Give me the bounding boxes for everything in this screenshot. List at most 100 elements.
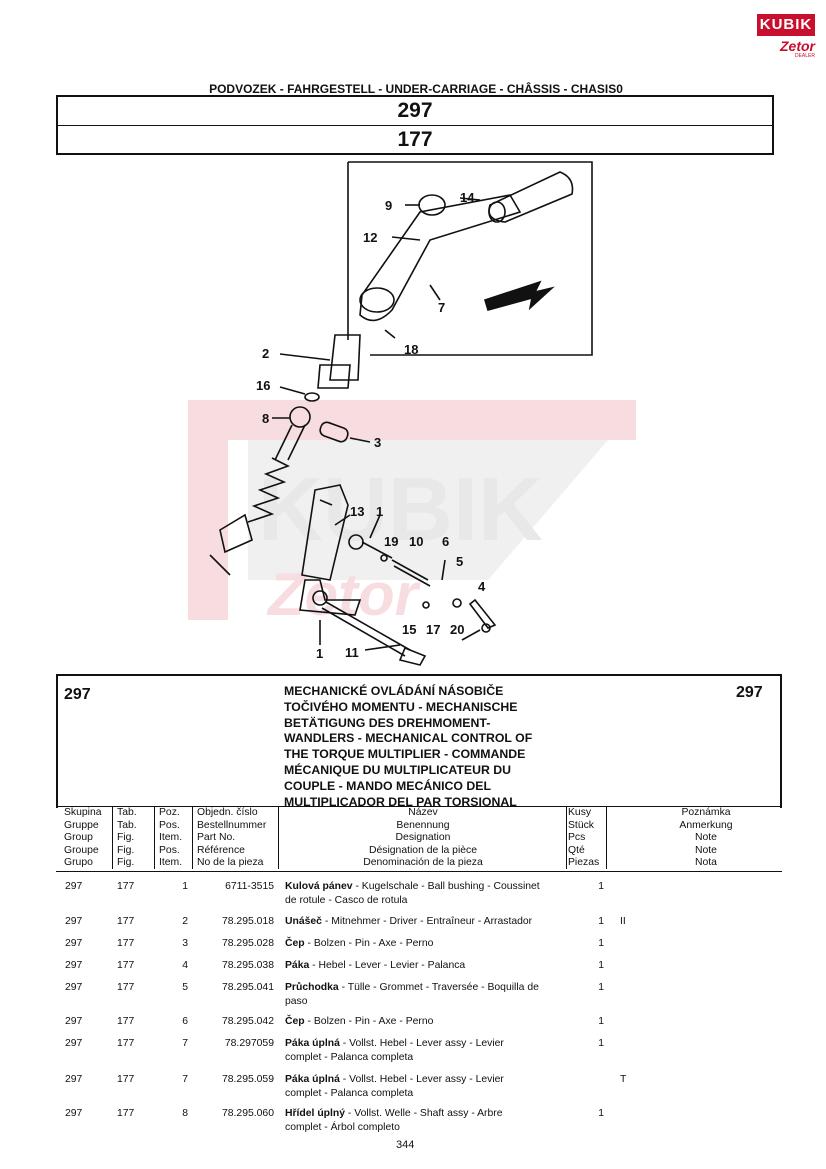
row-name-cz: Průchodka: [285, 982, 339, 993]
diagram-label-5: 5: [456, 554, 463, 569]
row-part-no: 6711-3515: [225, 881, 274, 892]
diagram-label-19: 19: [384, 534, 398, 549]
row-name-cz: Čep: [285, 1016, 305, 1027]
row-part-no: 78.295.041: [221, 982, 274, 993]
row-qty: 1: [598, 982, 604, 993]
diagram-label-4: 4: [478, 579, 486, 594]
row-part-no: 78.295.042: [221, 1016, 274, 1027]
row-pos: 5: [182, 982, 188, 993]
diagram-label-16: 16: [256, 378, 270, 393]
row-tab: 177: [117, 1074, 135, 1085]
row-name: Čep - Bolzen - Pin - Axe - Perno: [285, 937, 565, 951]
row-part-no: 78.295.060: [221, 1108, 274, 1119]
row-tab: 177: [117, 1108, 135, 1119]
diagram-label-17: 17: [426, 622, 440, 637]
row-tab: 177: [117, 1038, 135, 1049]
diagram-label-13: 13: [350, 504, 364, 519]
watermark-sub: Zetor: [266, 561, 422, 620]
diagram-label-7: 7: [438, 300, 445, 315]
diagram-label-6: 6: [442, 534, 449, 549]
diagram-label-2: 2: [262, 346, 269, 361]
row-part-no: 78.295.028: [221, 938, 274, 949]
row-qty: 1: [598, 1108, 604, 1119]
row-name-cz: Unášeč: [285, 916, 322, 927]
diagram-label-12: 12: [363, 230, 377, 245]
section-title: PODVOZEK - FAHRGESTELL - UNDER-CARRIAGE …: [209, 82, 623, 96]
row-pos: 3: [182, 938, 188, 949]
row-name-translations: - Mitnehmer - Driver - Entraîneur - Arra…: [321, 916, 533, 927]
row-name-translations: - Kugelschale - Ball bushing - Coussinet: [352, 881, 540, 892]
row-tab: 177: [117, 960, 135, 971]
kubik-zetor-logo: KUBIK Zetor DEALER: [757, 14, 815, 60]
row-part-no: 78.295.018: [221, 916, 274, 927]
row-pos: 7: [182, 1074, 188, 1085]
row-name-cz: Hřídel úplný: [285, 1108, 346, 1119]
row-name-translations: - Hebel - Lever - Levier - Palanca: [309, 960, 466, 971]
row-tab: 177: [117, 1016, 135, 1027]
row-group: 297: [65, 1038, 83, 1049]
logo-tag: DEALER: [794, 53, 815, 59]
description-line: THE TORQUE MULTIPLIER - COMMANDE: [284, 747, 526, 762]
row-note: T: [620, 1074, 627, 1085]
col-tab-header: Tab.Tab.Fig.Fig.Fig.: [117, 807, 137, 869]
row-pos: 6: [182, 1016, 188, 1027]
row-qty: 1: [598, 960, 604, 971]
description-line: MÉCANIQUE DU MULTIPLICATEUR DU: [284, 762, 512, 777]
col-pos-header: Poz.Pos.Item.Pos.Item.: [159, 807, 183, 869]
row-part-no: 78.297059: [224, 1038, 274, 1049]
row-pos: 1: [182, 881, 188, 892]
row-qty: 1: [598, 938, 604, 949]
row-tab: 177: [117, 916, 135, 927]
watermark-brand: KUBIK: [258, 460, 543, 560]
row-name-cz: Kulová pánev: [285, 881, 353, 892]
figure-code: 177: [58, 125, 772, 154]
page-number: 344: [396, 1139, 415, 1151]
description-line: BETÄTIGUNG DES DREHMOMENT-: [284, 715, 491, 730]
row-name-translations: - Vollst. Welle - Shaft assy - Arbre: [345, 1108, 503, 1119]
row-name-translations: - Tülle - Grommet - Traversée - Boquilla…: [338, 982, 539, 993]
row-group: 297: [65, 916, 83, 927]
diagram-label-3: 3: [374, 435, 381, 450]
description-code-left: 297: [64, 686, 91, 703]
diagram-label-15: 15: [402, 622, 416, 637]
description-line: MULTIPLICADOR DEL PAR TORSIONAL: [284, 794, 517, 809]
description-line: TOČIVÉHO MOMENTU - MECHANISCHE: [284, 699, 518, 714]
row-name: Unášeč - Mitnehmer - Driver - Entraîneur…: [285, 915, 565, 929]
row-name-translations: - Bolzen - Pin - Axe - Perno: [304, 1016, 434, 1027]
diagram-label-9: 9: [385, 198, 392, 213]
row-name-line2: complet - Palanca completa: [285, 1088, 414, 1099]
group-code: 297: [397, 99, 433, 122]
row-group: 297: [65, 1074, 83, 1085]
row-qty: 1: [598, 1016, 604, 1027]
row-pos: 8: [182, 1108, 188, 1119]
row-part-no: 78.295.059: [221, 1074, 274, 1085]
diagram-label-18: 18: [404, 342, 418, 357]
row-name-cz: Čep: [285, 938, 305, 949]
row-tab: 177: [117, 938, 135, 949]
row-part-no: 78.295.038: [221, 960, 274, 971]
diagram-label-8: 8: [262, 411, 269, 426]
row-name-translations: - Bolzen - Pin - Axe - Perno: [304, 938, 434, 949]
row-group: 297: [65, 1016, 83, 1027]
diagram-label-1a: 1: [376, 504, 383, 519]
row-pos: 2: [182, 916, 188, 927]
row-name-translations: - Vollst. Hebel - Lever assy - Levier: [339, 1074, 504, 1085]
description-text: MECHANICKÉ OVLÁDÁNÍ NÁSOBIČE TOČIVÉHO MO…: [284, 684, 544, 810]
row-name: Průchodka - Tülle - Grommet - Traversée …: [285, 981, 565, 1009]
row-group: 297: [65, 938, 83, 949]
row-name-translations: - Vollst. Hebel - Lever assy - Levier: [339, 1038, 504, 1049]
exploded-parts-diagram: 9 14 12 7 18 2 16 8 3 13 1 19 10 6 5 4 1…: [209, 161, 593, 666]
row-name: Hřídel úplný - Vollst. Welle - Shaft ass…: [285, 1107, 565, 1135]
diagram-label-20: 20: [450, 622, 464, 637]
diagram-label-14: 14: [460, 190, 475, 205]
row-name-cz: Páka úplná: [285, 1038, 340, 1049]
logo-brand: KUBIK: [757, 14, 815, 36]
row-qty: 1: [598, 881, 604, 892]
description-code-right: 297: [736, 684, 763, 701]
row-group: 297: [65, 881, 83, 892]
row-name-line2: complet - Palanca completa: [285, 1052, 414, 1063]
